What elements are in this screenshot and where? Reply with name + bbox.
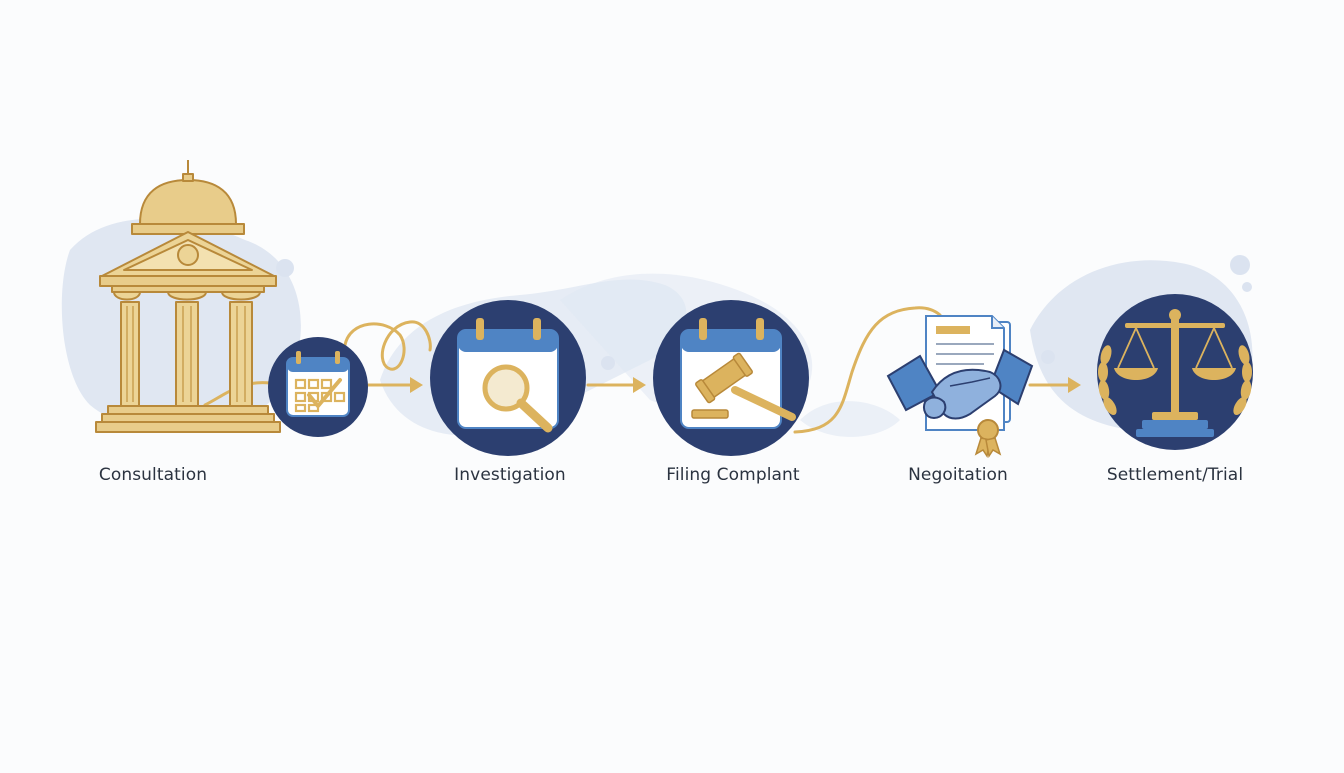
connector-3 bbox=[793, 306, 942, 434]
scales-of-justice-icon bbox=[1097, 294, 1253, 450]
step-label-settlement-trial: Settlement/Trial bbox=[1106, 465, 1244, 485]
calendar-checklist-icon bbox=[268, 337, 368, 437]
connector-2 bbox=[586, 377, 646, 393]
magnifier-calendar-icon bbox=[430, 300, 586, 456]
step-label-consultation: Consultation bbox=[98, 465, 208, 485]
connector-4 bbox=[1028, 377, 1081, 393]
step-label-negotiation: Negoitation bbox=[908, 465, 1008, 485]
step-label-filing-complaint: Filing Complant bbox=[666, 465, 800, 485]
step-label-investigation: Investigation bbox=[454, 465, 566, 485]
gavel-calendar-icon bbox=[653, 300, 809, 456]
courthouse-icon bbox=[95, 160, 281, 433]
handshake-contract-icon bbox=[886, 315, 1034, 458]
